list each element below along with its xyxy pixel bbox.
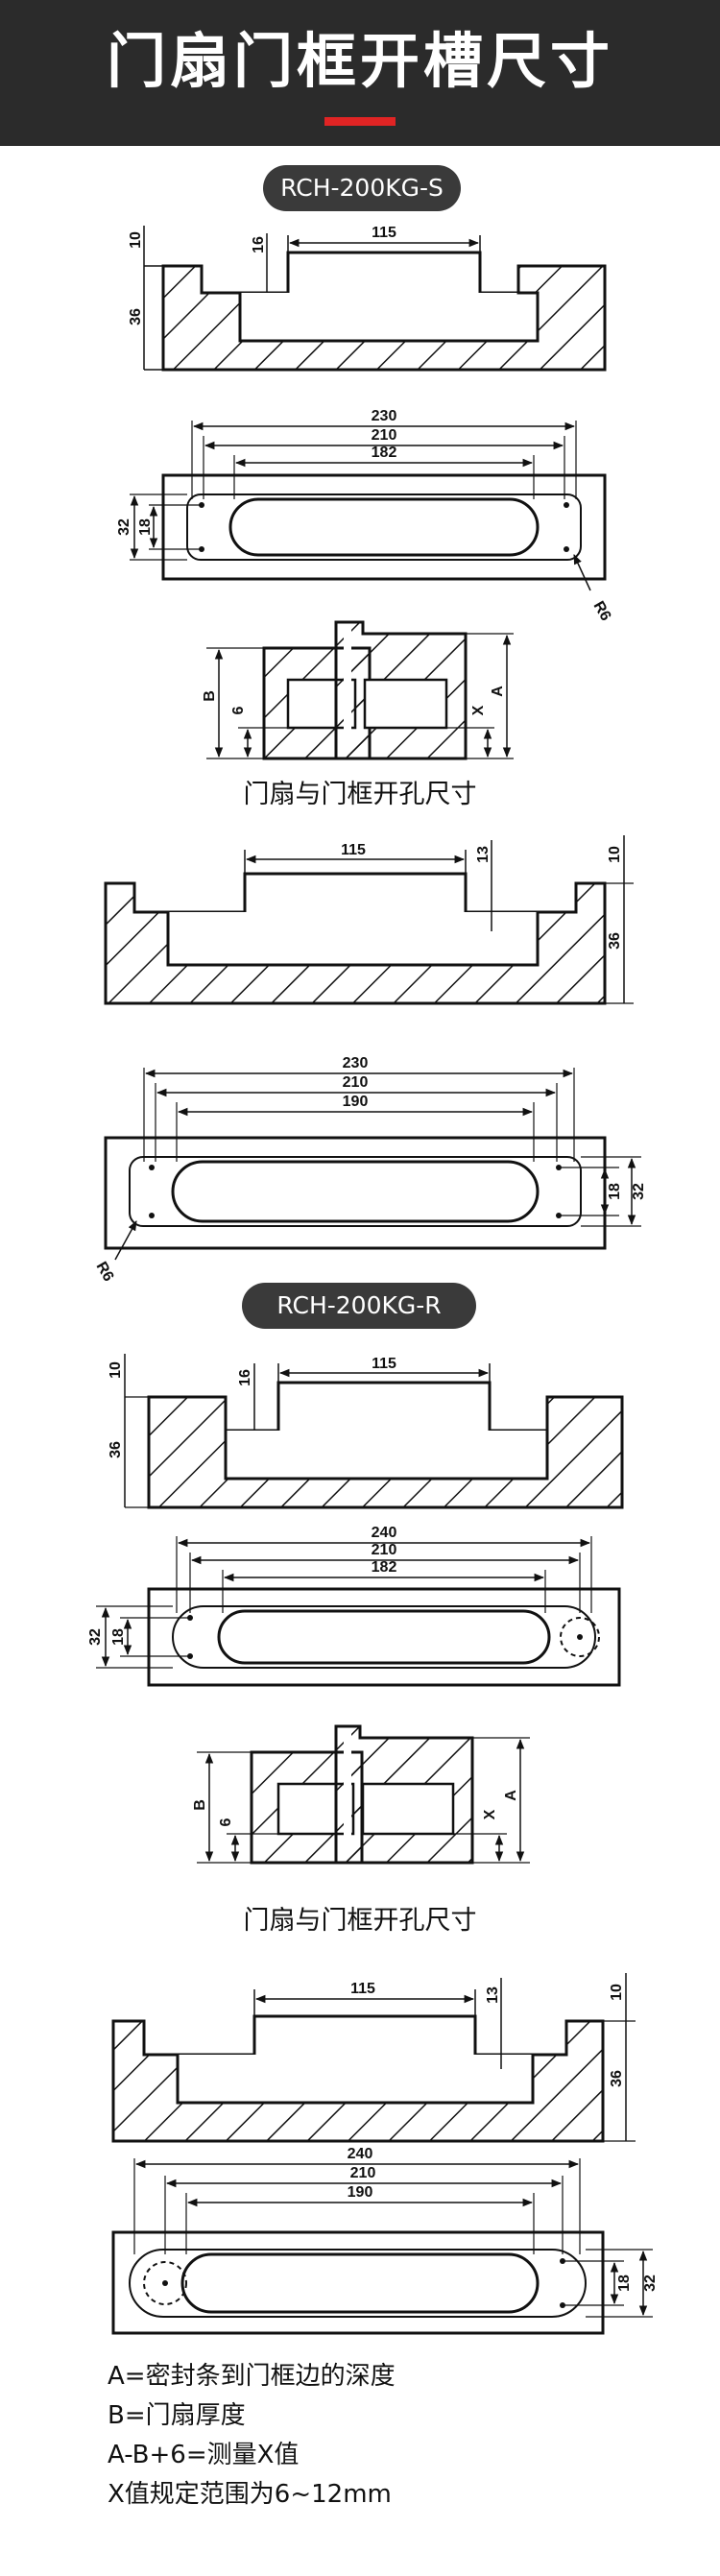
formula-notes: A=密封条到门框边的深度 B=门扇厚度 A-B+6=测量X值 X值规定范围为6~… (108, 2357, 396, 2515)
dim-10: 10 (108, 1361, 124, 1379)
dim-10: 10 (607, 846, 623, 863)
diagram-r-leaf-top-view: 240 210 182 32 18 (87, 1525, 621, 1687)
dim-10: 10 (128, 231, 144, 249)
dim-32: 32 (642, 2275, 659, 2292)
model-badge-s: RCH-200KG-S (263, 165, 461, 211)
dim-32: 32 (87, 1628, 104, 1646)
dim-18: 18 (616, 2275, 633, 2292)
dim-13: 13 (475, 846, 492, 863)
dim-36: 36 (607, 932, 623, 950)
diagram-s-frame-section: 115 13 10 36 (104, 835, 634, 1005)
model-badge-r: RCH-200KG-R (242, 1283, 476, 1329)
diagram-s-leaf-top-view: 230 210 182 32 18 R6 (116, 408, 614, 624)
dim-115: 115 (350, 1981, 375, 1997)
dim-190: 190 (343, 1094, 369, 1110)
dim-16: 16 (237, 1369, 253, 1386)
dim-115: 115 (372, 225, 396, 241)
dim-210: 210 (350, 2165, 376, 2181)
title-underline (324, 117, 396, 126)
dim-18: 18 (110, 1628, 127, 1646)
dim-230: 230 (372, 408, 397, 424)
dim-210: 210 (372, 1542, 397, 1558)
dim-182: 182 (372, 1559, 397, 1576)
note-x-range: X值规定范围为6~12mm (108, 2480, 392, 2509)
note-b: B=门扇厚度 (108, 2401, 246, 2430)
dim-b: B (192, 1799, 208, 1811)
dim-6: 6 (230, 706, 247, 714)
dim-13: 13 (485, 1986, 501, 2004)
dim-a: A (490, 686, 506, 697)
diagram-r-leaf-section: 115 10 36 16 (108, 1354, 624, 1509)
dim-16: 16 (251, 236, 267, 253)
dim-32: 32 (116, 518, 132, 536)
dim-x: X (482, 1809, 498, 1819)
dim-115: 115 (372, 1356, 396, 1372)
dim-18: 18 (607, 1183, 623, 1200)
note-a: A=密封条到门框边的深度 (108, 2362, 396, 2391)
dim-115: 115 (341, 842, 366, 858)
diagram-r-assembly-section: B 6 X A (192, 1724, 530, 1865)
diagram-s-frame-top-view: 230 210 190 18 32 R6 (93, 1055, 647, 1285)
dim-6: 6 (218, 1818, 234, 1826)
dim-a: A (503, 1790, 519, 1801)
caption-r: 门扇与门框开孔尺寸 (243, 1906, 477, 1936)
dim-210: 210 (372, 427, 397, 444)
dim-36: 36 (609, 2070, 625, 2087)
diagram-s-leaf-section: 115 10 36 16 (128, 225, 607, 372)
dim-182: 182 (372, 445, 397, 461)
dim-240: 240 (372, 1525, 397, 1541)
page-header: 门扇门框开槽尺寸 (0, 0, 720, 146)
page-title: 门扇门框开槽尺寸 (106, 26, 613, 96)
dim-18: 18 (137, 518, 154, 536)
dim-32: 32 (631, 1183, 647, 1200)
dim-b: B (202, 690, 218, 702)
dim-190: 190 (348, 2184, 373, 2201)
diagram-r-frame-top-view: 240 210 190 18 32 (111, 2146, 659, 2335)
note-x-formula: A-B+6=测量X值 (108, 2441, 300, 2469)
dim-r6: R6 (93, 1260, 117, 1285)
dim-x: X (470, 705, 487, 715)
diagram-s-assembly-section: B 6 X A (202, 620, 514, 760)
dim-240: 240 (348, 2146, 373, 2162)
dim-230: 230 (343, 1055, 369, 1071)
dim-36: 36 (128, 308, 144, 325)
dim-210: 210 (343, 1074, 369, 1091)
dim-10: 10 (609, 1984, 625, 2001)
diagram-r-frame-section: 115 13 10 36 (111, 1973, 636, 2143)
dim-36: 36 (108, 1441, 124, 1458)
caption-s: 门扇与门框开孔尺寸 (243, 780, 477, 809)
